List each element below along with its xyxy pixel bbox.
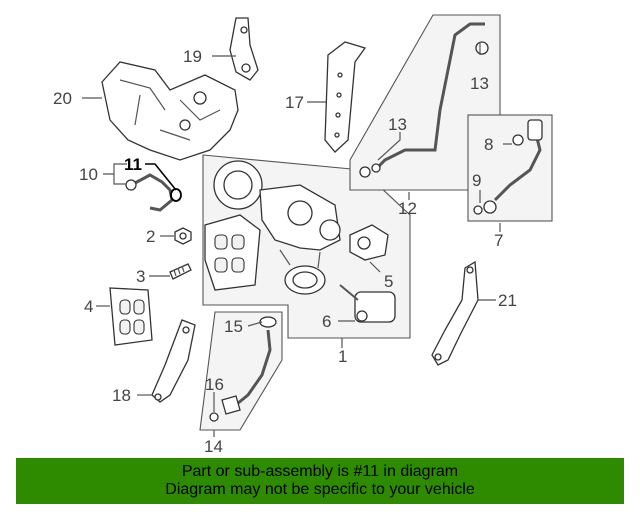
actuator-part-5 [349, 224, 389, 261]
heat-shield-part-18 [151, 319, 196, 403]
oil-return-panel-14 [199, 311, 283, 431]
callout-16[interactable]: 16 [205, 375, 224, 394]
leader-lines [82, 42, 512, 437]
callout-10[interactable]: 10 [79, 165, 98, 184]
callout-12[interactable]: 12 [398, 199, 417, 218]
callout-17[interactable]: 17 [285, 93, 304, 112]
callout-15[interactable]: 15 [224, 317, 243, 336]
callout-7[interactable]: 7 [494, 231, 503, 250]
callout-6[interactable]: 6 [322, 312, 331, 331]
callout-3[interactable]: 3 [136, 267, 145, 286]
callout-2[interactable]: 2 [146, 227, 155, 246]
callout-4[interactable]: 4 [84, 297, 93, 316]
oil-return-part-14 [209, 316, 277, 422]
bracket-part-19 [229, 17, 259, 81]
callout-13-mid[interactable]: 13 [388, 115, 407, 134]
callout-1[interactable]: 1 [338, 347, 347, 366]
callout-18[interactable]: 18 [112, 386, 131, 405]
callout-20[interactable]: 20 [53, 89, 72, 108]
o-ring-part-11 [170, 188, 182, 202]
callout-19[interactable]: 19 [183, 47, 202, 66]
coolant-line-part-7 [473, 119, 543, 215]
callout-21[interactable]: 21 [498, 291, 517, 310]
bracket-part-21 [431, 260, 479, 366]
stud-part-3 [169, 263, 192, 280]
banner-line-1: Part or sub-assembly is #11 in diagram [181, 463, 459, 480]
nut-part-2 [174, 227, 192, 245]
small-line-part-10 [125, 173, 182, 212]
callout-14[interactable]: 14 [204, 437, 223, 456]
wastegate-actuator-part-6 [339, 284, 396, 323]
turbocharger [204, 160, 341, 295]
callout-8[interactable]: 8 [484, 135, 493, 154]
gasket-part-4 [109, 287, 153, 346]
banner-line-2: Diagram may not be specific to your vehi… [165, 481, 475, 498]
callout-13-top[interactable]: 13 [470, 74, 489, 93]
oil-line-part-12 [359, 22, 489, 178]
gasket-part-17 [324, 41, 367, 153]
oil-line-panel-12 [349, 14, 501, 191]
callout-11-highlighted[interactable]: 11 [124, 155, 142, 174]
callout-5[interactable]: 5 [384, 272, 393, 291]
info-banner: Part or sub-assembly is #11 in diagram D… [16, 458, 624, 504]
callout-9[interactable]: 9 [472, 171, 481, 190]
parts-diagram: 19 20 17 13 13 8 9 12 7 10 11 2 3 4 5 6 … [53, 14, 553, 456]
heat-shield-part-20 [101, 61, 239, 161]
